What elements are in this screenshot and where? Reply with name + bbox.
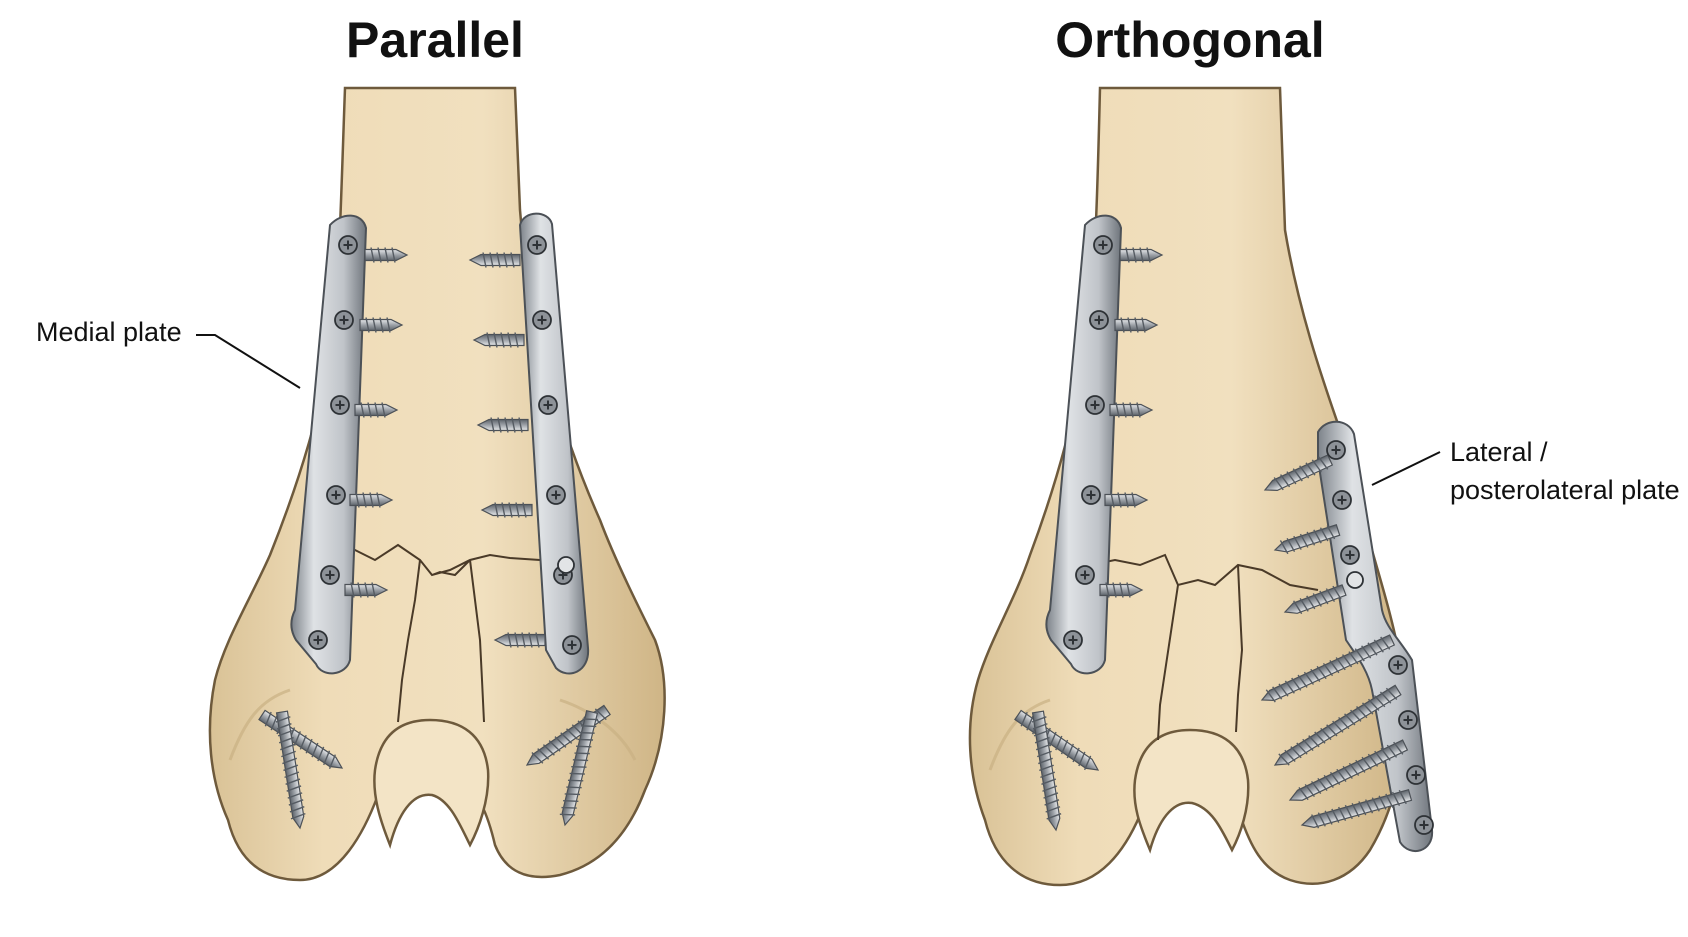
screw-head (551, 490, 561, 500)
screw-head (1331, 445, 1341, 455)
left-medial-plate (290, 214, 368, 675)
screw-head (1403, 715, 1413, 725)
screw-head (1086, 490, 1096, 500)
lateral-screw (472, 332, 525, 348)
medial-screw (1119, 247, 1164, 263)
lateral-screw (1300, 788, 1413, 829)
screw-head (1080, 570, 1090, 580)
condyle-screw (275, 710, 306, 830)
screw-head (1094, 315, 1104, 325)
lateral-plate-label-line2: posterolateral plate (1450, 475, 1680, 505)
lateral-screw (1288, 739, 1409, 801)
screw-head (335, 400, 345, 410)
screw-head (343, 240, 353, 250)
screw-head (532, 240, 542, 250)
screw-head (1337, 495, 1347, 505)
left-fracture-lines (329, 543, 541, 723)
medial-plate-leader (196, 334, 301, 389)
plate-hole (557, 556, 575, 574)
lateral-plate-label-line1: Lateral / (1450, 437, 1548, 467)
panel-title-orthogonal: Orthogonal (1055, 12, 1325, 68)
left-trochlea (373, 718, 490, 849)
screw-head (331, 490, 341, 500)
lateral-screw (1273, 524, 1341, 555)
medial-screw (1099, 582, 1144, 598)
lateral-screw (476, 417, 529, 433)
screw-head (1068, 635, 1078, 645)
right-fracture-lines (1089, 553, 1319, 741)
plate-hole (1346, 571, 1364, 589)
right-medial-plate (1045, 214, 1123, 675)
medial-screw (349, 492, 394, 508)
screw-head (1411, 770, 1421, 780)
medial-screw (364, 247, 409, 263)
screw-head (537, 315, 547, 325)
lateral-plate-leader (1371, 451, 1441, 486)
lateral-screw (1273, 684, 1402, 766)
medial-screw (1114, 317, 1159, 333)
lateral-screw (480, 502, 533, 518)
condyle-screw (559, 709, 599, 827)
medial-screw (344, 582, 389, 598)
screw-head (1419, 820, 1429, 830)
medial-plate-label: Medial plate (36, 317, 182, 347)
right-trochlea (1133, 728, 1250, 854)
medial-screw (1109, 402, 1154, 418)
screw-head (543, 400, 553, 410)
screw-head (313, 635, 323, 645)
screw-head (1393, 660, 1403, 670)
screw-head (339, 315, 349, 325)
screw-head (325, 570, 335, 580)
condyle-screw (1031, 710, 1062, 832)
plate-holes-group (308, 235, 1434, 835)
medial-screw (1104, 492, 1149, 508)
lateral-screw (1260, 634, 1396, 703)
screw-head (567, 640, 577, 650)
lateral-screw (1263, 454, 1334, 491)
screw-head (1098, 240, 1108, 250)
lateral-screw (1283, 584, 1347, 615)
panel-title-parallel: Parallel (346, 12, 524, 68)
screws-group (258, 247, 1413, 832)
medial-screw (354, 402, 399, 418)
medial-screw (359, 317, 404, 333)
left-femur-bone (208, 86, 666, 882)
lateral-screw (493, 632, 546, 648)
lateral-screw (468, 252, 521, 268)
screw-head (1345, 550, 1355, 560)
screw-head (1090, 400, 1100, 410)
